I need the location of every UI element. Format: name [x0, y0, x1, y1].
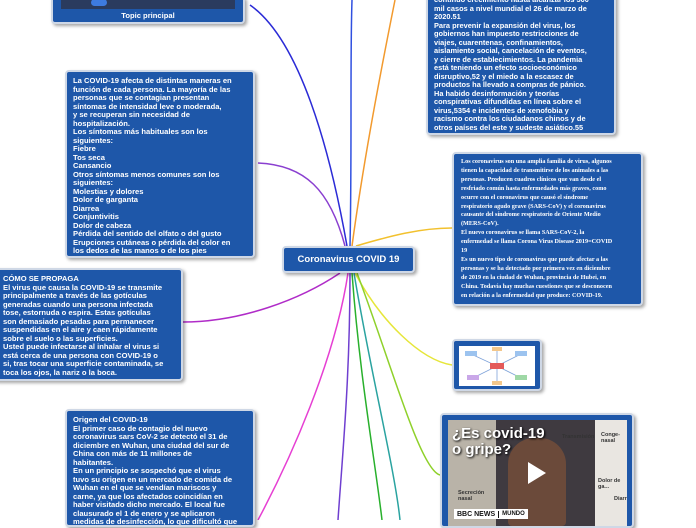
video-side-label-5: Diarr	[614, 496, 627, 502]
branch-symptoms	[257, 162, 346, 247]
transmission-node[interactable]: CÓMO SE PROPAGA El virus que causa la CO…	[0, 268, 183, 381]
mindmap-thumbnail	[459, 346, 535, 386]
video-right-panel	[595, 420, 627, 526]
video-side-label-3: Secreción nasal	[458, 490, 485, 502]
branch-origin	[257, 272, 349, 520]
transmission-text: CÓMO SE PROPAGA El virus que causa la CO…	[3, 274, 164, 377]
spread-node[interactable]: contínuo crecimiento hasta alcanzar los …	[426, 0, 616, 135]
definition-node[interactable]: Los coronavirus son una amplia familia d…	[452, 152, 643, 306]
bbc-network: BBC NEWS	[457, 510, 496, 518]
branch-video	[356, 272, 441, 476]
branch-transmission	[182, 272, 341, 323]
image-node[interactable]	[452, 339, 542, 391]
video-side-label-4: Dolor de ga...	[598, 478, 621, 490]
branch-bottom-3	[353, 272, 401, 520]
mindmap-image	[465, 347, 527, 385]
video-side-label-1: Transmisión	[562, 434, 595, 440]
video-left-panel	[448, 420, 496, 526]
ribbon-icon	[91, 0, 107, 6]
origin-node[interactable]: Origen del COVID-19 El primer caso de co…	[65, 409, 255, 527]
video-thumbnail[interactable]: ¿Es covid-19 o gripe? Transmisión Conge-…	[448, 420, 627, 526]
central-node[interactable]: Coronavirus COVID 19	[282, 246, 415, 273]
origin-text: Origen del COVID-19 El primer caso de co…	[73, 415, 238, 526]
branch-top-left	[249, 4, 348, 247]
branch-bottom-2	[351, 272, 383, 520]
symptoms-text: La COVID-19 afecta de distintas maneras …	[73, 76, 232, 255]
video-headline: ¿Es covid-19 o gripe?	[452, 425, 545, 458]
topic-node-top[interactable]: Topic principal	[51, 0, 245, 24]
central-title: Coronavirus COVID 19	[297, 254, 400, 265]
definition-text: Los coronavirus son una amplia familia d…	[461, 158, 613, 299]
symptoms-node[interactable]: La COVID-19 afecta de distintas maneras …	[65, 70, 255, 258]
spread-text: contínuo crecimiento hasta alcanzar los …	[434, 0, 589, 132]
branch-spread	[351, 0, 396, 247]
branch-bottom-1	[337, 272, 351, 520]
bbc-bar: BBC NEWS MUNDO	[454, 509, 528, 519]
video-side-label-2: Conge- nasal	[601, 432, 620, 444]
topic-label: Topic principal	[121, 11, 175, 20]
branch-top-right	[349, 0, 353, 247]
bbc-divider	[498, 510, 500, 518]
bbc-lang: MUNDO	[502, 511, 525, 517]
topic-thumbnail	[61, 0, 235, 9]
video-node[interactable]: ¿Es covid-19 o gripe? Transmisión Conge-…	[440, 413, 634, 528]
branch-image	[354, 272, 453, 366]
branch-definition	[355, 227, 453, 247]
play-icon[interactable]	[528, 462, 546, 484]
